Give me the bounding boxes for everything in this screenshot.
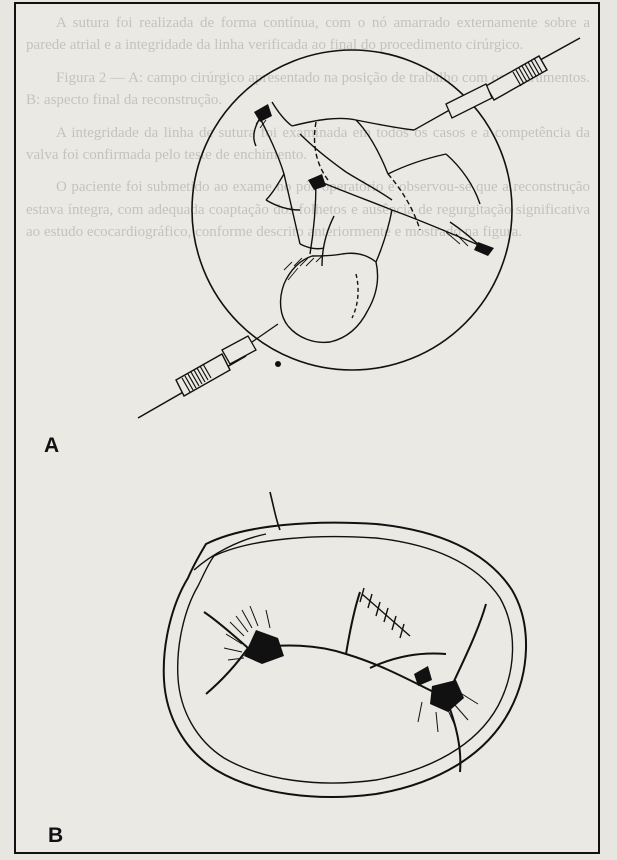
- upper-curve: [194, 534, 266, 570]
- annulus-inner: [178, 537, 513, 783]
- suture-stitches: [360, 588, 410, 638]
- panel-b-illustration: [16, 4, 598, 854]
- figure-frame: A sutura foi realizada de forma contínua…: [14, 2, 600, 854]
- panel-a-label: A: [44, 434, 59, 458]
- panel-b-label: B: [48, 824, 63, 848]
- annulus-outer: [164, 523, 526, 797]
- vessel-line: [270, 492, 280, 530]
- branch-thickening: [244, 630, 464, 712]
- leaflet-branches: [204, 592, 486, 772]
